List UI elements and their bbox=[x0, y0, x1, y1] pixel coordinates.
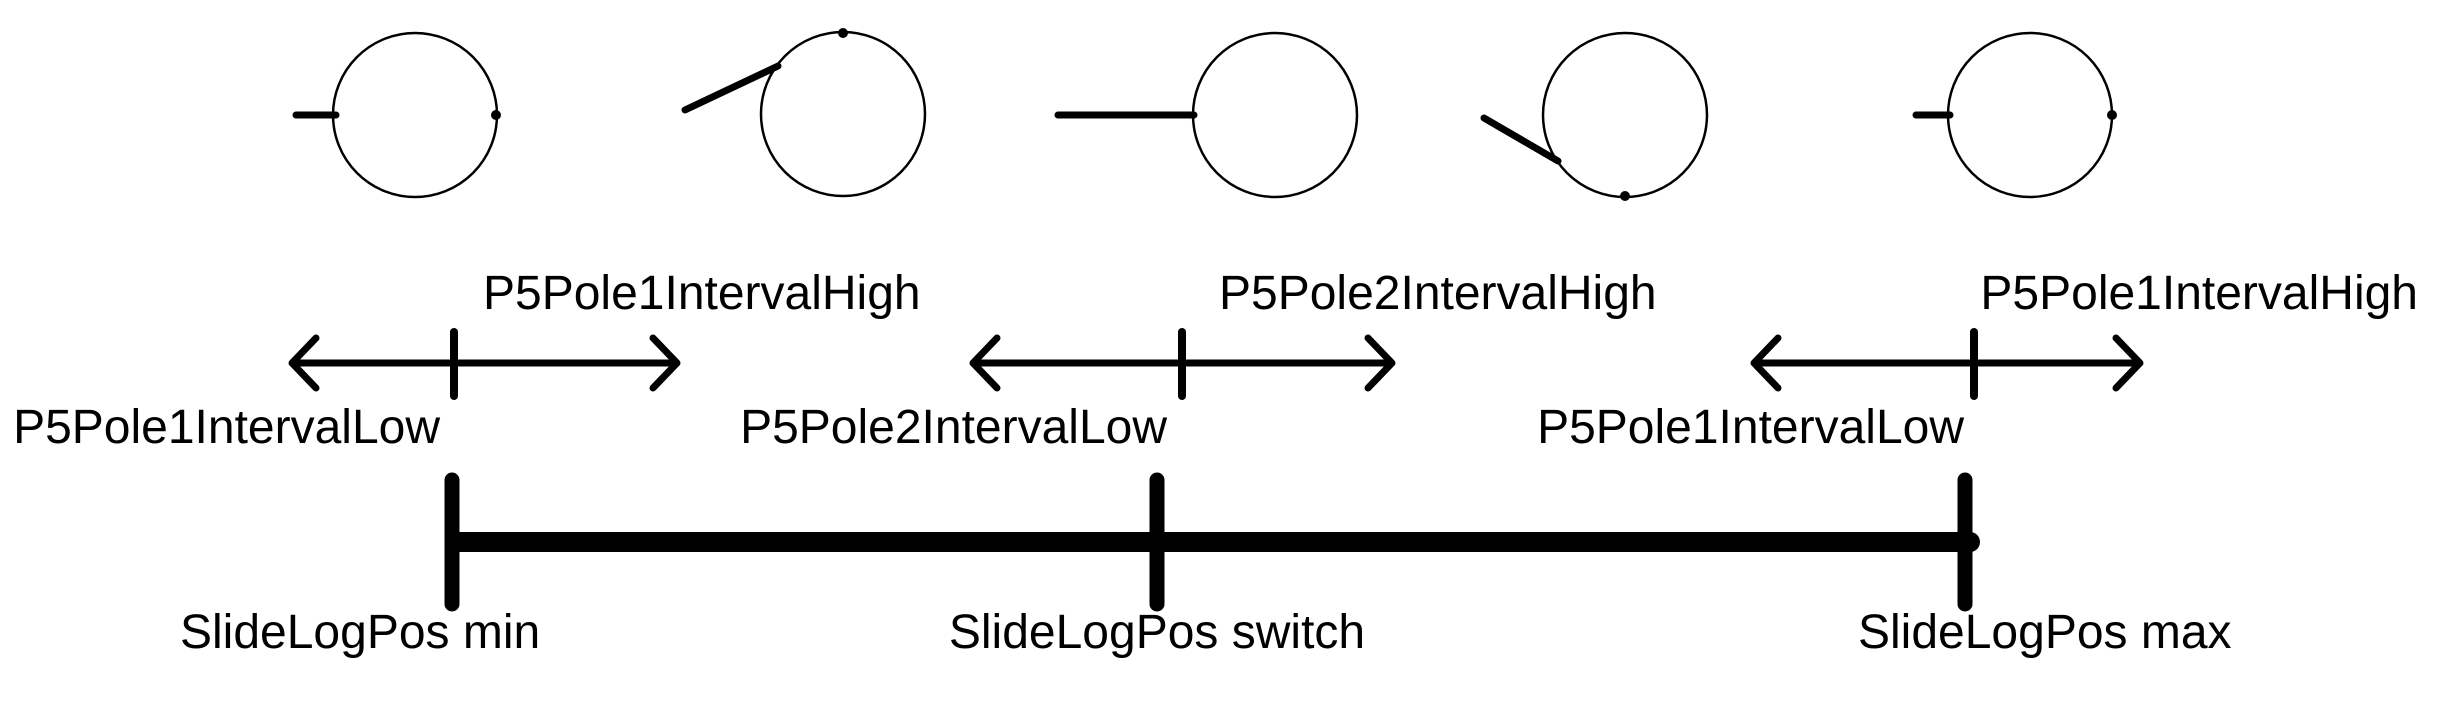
interval-high-label: P5Pole2IntervalHigh bbox=[1219, 267, 1657, 320]
unit-circle-icon bbox=[759, 30, 927, 198]
pole-dial-1 bbox=[292, 31, 501, 199]
pole-dial-5 bbox=[1912, 31, 2117, 199]
pole-pointer-icon bbox=[1480, 114, 1562, 165]
interval-group-3: P5Pole1IntervalHigh P5Pole1IntervalLow bbox=[1537, 267, 2418, 454]
slider-max-label: SlideLogPos max bbox=[1858, 606, 2232, 659]
interval-high-label: P5Pole1IntervalHigh bbox=[1980, 267, 2418, 320]
arrow-right-head-icon bbox=[2112, 334, 2144, 392]
interval-group-1: P5Pole1IntervalHigh P5Pole1IntervalLow bbox=[13, 267, 921, 454]
pole-dial-3 bbox=[1054, 31, 1359, 199]
interval-high-label: P5Pole1IntervalHigh bbox=[483, 267, 921, 320]
interval-group-2: P5Pole2IntervalHigh P5Pole2IntervalLow bbox=[740, 267, 1657, 454]
arrow-right-head-icon bbox=[1364, 334, 1396, 392]
unit-circle-icon bbox=[1946, 31, 2114, 199]
interval-low-label: P5Pole1IntervalLow bbox=[1537, 401, 1964, 454]
slider-row: SlideLogPos min SlideLogPos switch Slide… bbox=[180, 472, 2232, 659]
edge-marker-dot-icon bbox=[838, 28, 848, 38]
dial-row bbox=[292, 28, 2117, 201]
pole-dial-2 bbox=[681, 28, 927, 198]
interval-row: P5Pole1IntervalHigh P5Pole1IntervalLow P… bbox=[13, 267, 2418, 454]
arrow-left-head-icon bbox=[288, 334, 320, 392]
edge-marker-dot-icon bbox=[491, 110, 501, 120]
slider-min-label: SlideLogPos min bbox=[180, 606, 540, 659]
unit-circle-icon bbox=[1541, 31, 1709, 199]
interval-low-label: P5Pole2IntervalLow bbox=[740, 401, 1167, 454]
arrow-left-head-icon bbox=[969, 334, 1001, 392]
arrow-left-head-icon bbox=[1750, 334, 1782, 392]
interval-low-label: P5Pole1IntervalLow bbox=[13, 401, 440, 454]
pole-dial-4 bbox=[1480, 31, 1709, 201]
unit-circle-icon bbox=[1191, 31, 1359, 199]
edge-marker-dot-icon bbox=[2107, 110, 2117, 120]
pole-pointer-icon bbox=[681, 62, 782, 114]
unit-circle-icon bbox=[331, 31, 499, 199]
arrow-right-head-icon bbox=[649, 334, 681, 392]
slider-switch-label: SlideLogPos switch bbox=[949, 606, 1365, 659]
edge-marker-dot-icon bbox=[1620, 191, 1630, 201]
